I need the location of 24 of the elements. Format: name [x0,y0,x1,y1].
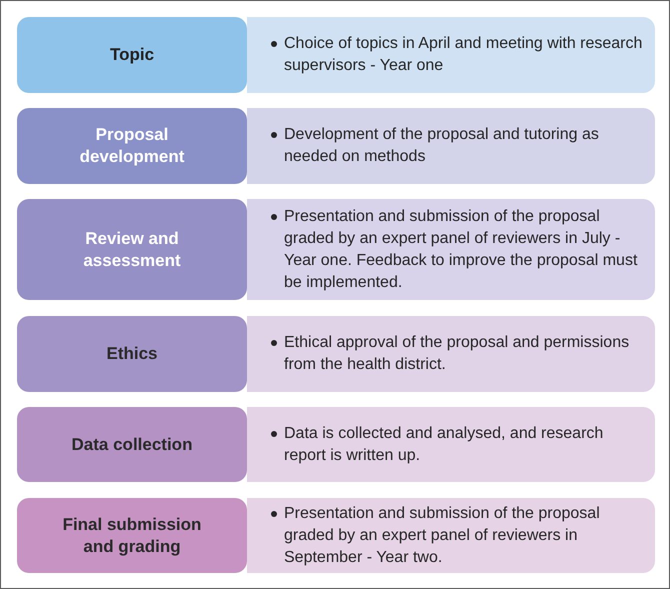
stage-box [17,108,247,184]
stage-box [17,17,247,93]
description-panel [247,407,655,482]
description-panel [247,199,655,300]
stage-title: Review and assessment [82,228,182,272]
description-panel [247,316,655,392]
description-text: Development of the proposal and tutoring as needed on methods [284,125,600,167]
stage-box [17,199,247,300]
description-panel [247,498,655,573]
description-text: Ethical approval of the proposal and permissions from the health district. [284,333,630,375]
description-text: Data is collected and analysed, and research report is written up. [284,424,604,466]
stage-title: Proposal development [78,124,186,168]
description-text: Choice of topics in April and meeting with research supervisors - Year one [284,34,644,76]
description-panel [247,108,655,184]
stage-box [17,316,247,392]
stage-title: Data collection [72,434,192,456]
description-text: Presentation and submission of the proposal graded by an expert panel of reviewers in September - Year two. [284,504,601,568]
stage-title: Final submission and grading [62,514,202,558]
description-text: Presentation and submission of the proposal graded by an expert panel of reviewers in July - Year one. Feedback to improve the proposal must be implemented. [284,206,638,292]
stage-box [17,498,247,573]
stage-title: Ethics [106,343,158,365]
stage-title: Topic [110,44,154,66]
stage-box [17,407,247,482]
description-panel [247,17,655,93]
